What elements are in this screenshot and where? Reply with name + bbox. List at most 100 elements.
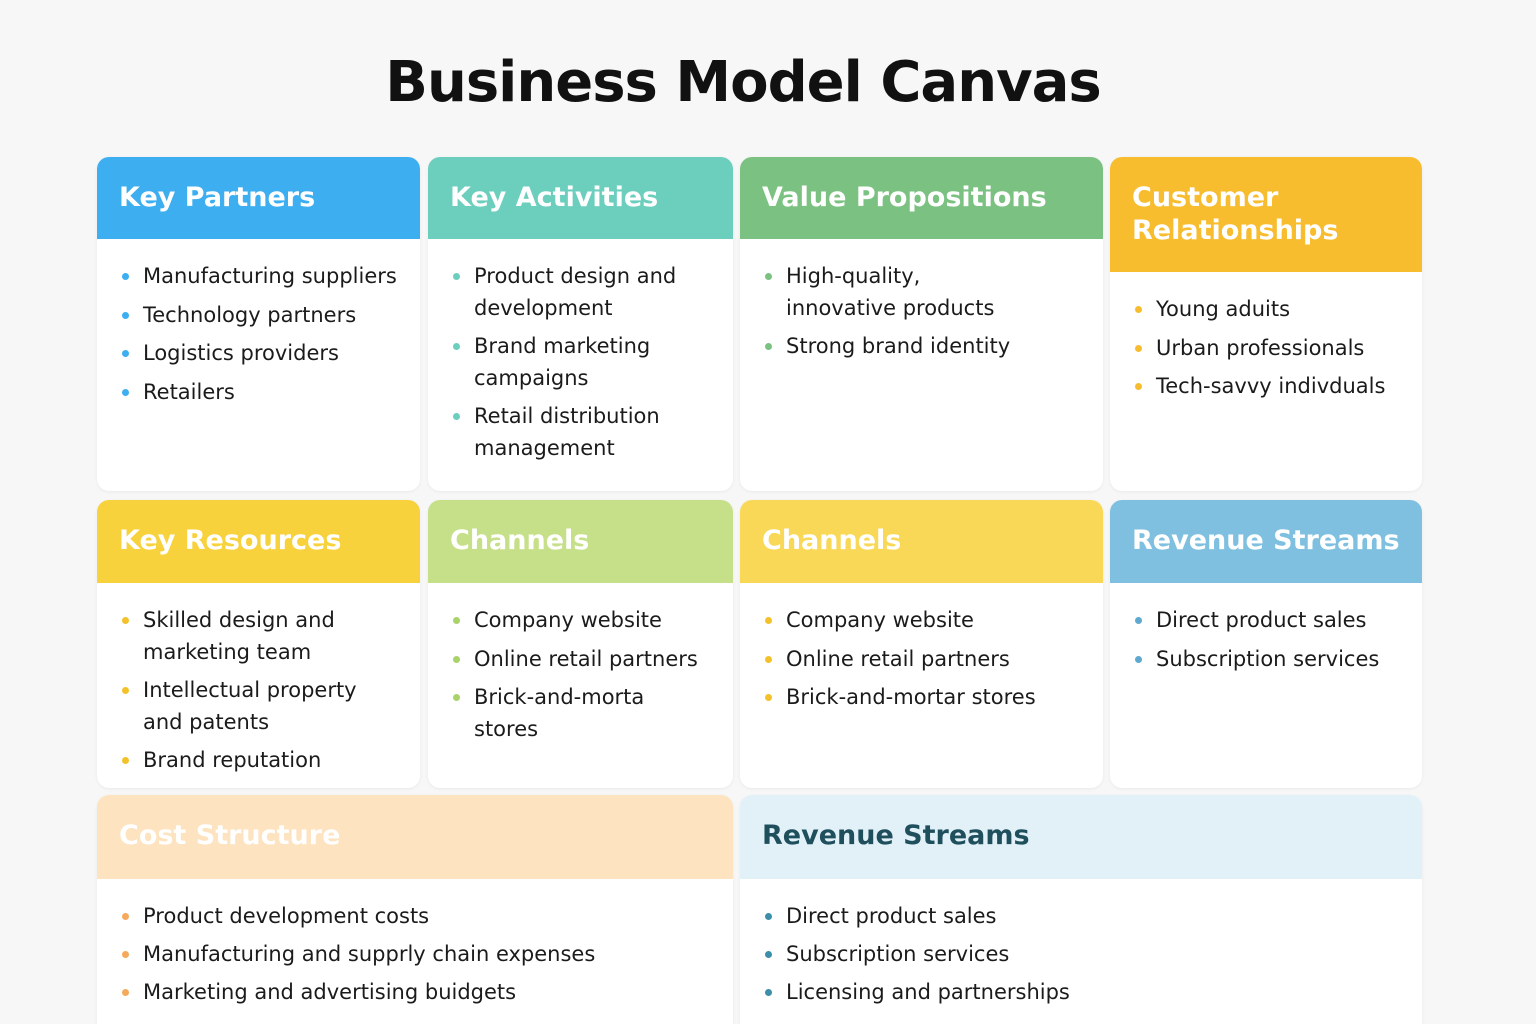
bullet-dot-icon xyxy=(453,617,460,624)
block-title: Channels xyxy=(450,525,590,556)
list-item-text: Company website xyxy=(474,608,662,632)
list-item-text: Manufacturing suppliers xyxy=(143,264,397,288)
bullet-dot-icon xyxy=(765,273,772,280)
bullet-dot-icon xyxy=(765,694,772,701)
block-title: Key Partners xyxy=(119,182,316,213)
list-item: Online retail partners xyxy=(764,644,1081,676)
list-item-text: Retail distribution management xyxy=(474,404,660,460)
block-title: Key Activities xyxy=(450,182,659,213)
list-item-text: Intellectual property and patents xyxy=(143,678,357,734)
list-item-text: Online retail partners xyxy=(786,646,1010,671)
block-header: Channels xyxy=(740,500,1103,583)
bullet-dot-icon xyxy=(453,273,460,280)
bullet-dot-icon xyxy=(1135,344,1142,352)
bullet-dot-icon xyxy=(122,687,129,694)
list-item: Subscription services xyxy=(1134,644,1400,676)
block-title: Revenue Streams xyxy=(1132,525,1400,556)
block-header: Key Activities xyxy=(428,157,733,239)
bullet-dot-icon xyxy=(765,989,772,996)
list-item-text: Company website xyxy=(786,608,974,632)
list-item: Skilled design and marketing team xyxy=(121,605,361,668)
bullet-dot-icon xyxy=(765,913,772,920)
list-item-text: Brick-and-mortar stores xyxy=(786,685,1036,709)
bullet-dot-icon xyxy=(1135,306,1142,313)
bullet-dot-icon xyxy=(1135,383,1142,390)
list-item: Product development costs xyxy=(121,901,711,933)
bullet-dot-icon xyxy=(765,951,772,958)
list-item: Company website xyxy=(764,605,1081,637)
bullet-dot-icon xyxy=(1135,617,1142,624)
list-item-text: Direct product sales xyxy=(1156,608,1367,632)
block-header: Key Resources xyxy=(97,500,420,583)
bullet-dot-icon xyxy=(122,617,129,624)
list-item-text: Urban professionals xyxy=(1156,335,1365,360)
block-header: Value Propositions xyxy=(740,157,1103,239)
list-item: Manufacturing and supprly chain expenses xyxy=(121,939,711,971)
list-item-text: Young aduits xyxy=(1156,297,1291,321)
list-item: Direct product sales xyxy=(1134,605,1400,637)
bullet-dot-icon xyxy=(122,757,129,764)
page-title: Business Model Canvas xyxy=(385,50,1101,115)
list-item: Young aduits xyxy=(1134,294,1400,326)
list-item-text: Technology partners xyxy=(143,302,357,327)
block-header: Customer Relationships xyxy=(1110,157,1422,272)
block-title: Customer Relationships xyxy=(1132,182,1339,246)
list-item: Manufacturing suppliers xyxy=(121,261,398,293)
list-item: Intellectual property and patents xyxy=(121,675,361,738)
bullet-dot-icon xyxy=(453,655,460,663)
bullet-dot-icon xyxy=(453,694,460,701)
bullet-dot-icon xyxy=(122,951,129,958)
list-item: Marketing and advertising buidgets xyxy=(121,977,711,1009)
block-cost-structure: Cost Structure Product development costs… xyxy=(97,795,733,1024)
list-item-text: Brand reputation xyxy=(143,748,322,772)
list-item: Brand marketing campaigns xyxy=(452,331,682,394)
list-item-text: Skilled design and marketing team xyxy=(143,608,335,664)
list-item: Brick-and-mortar stores xyxy=(764,682,1081,714)
bullet-dot-icon xyxy=(122,350,129,357)
bullet-dot-icon xyxy=(1135,655,1142,663)
block-header: Cost Structure xyxy=(97,795,733,879)
list-item-text: High-quality, innovative products xyxy=(786,264,995,320)
list-item: Brick-and-morta stores xyxy=(452,682,711,745)
list-item: Urban professionals xyxy=(1134,333,1400,365)
list-item: Strong brand identity xyxy=(764,331,1034,363)
bullet-dot-icon xyxy=(122,989,129,996)
list-item-text: Subscription services xyxy=(786,942,1010,966)
bullet-dot-icon xyxy=(765,617,772,624)
block-header: Revenue Streams xyxy=(1110,500,1422,583)
block-title: Cost Structure xyxy=(119,820,341,851)
list-item: Licensing and partnerships xyxy=(764,977,1400,1009)
block-header: Revenue Streams xyxy=(740,795,1422,879)
list-item: High-quality, innovative products xyxy=(764,261,1034,324)
list-item: Company website xyxy=(452,605,711,637)
list-item: Direct product sales xyxy=(764,901,1400,933)
block-header: Channels xyxy=(428,500,733,583)
block-value-propositions: Value Propositions High-quality, innovat… xyxy=(740,157,1103,491)
list-item-text: Retailers xyxy=(143,379,235,404)
list-item-text: Brick-and-morta stores xyxy=(474,685,645,741)
bullet-dot-icon xyxy=(122,311,129,319)
list-item: Brand reputation xyxy=(121,745,361,777)
